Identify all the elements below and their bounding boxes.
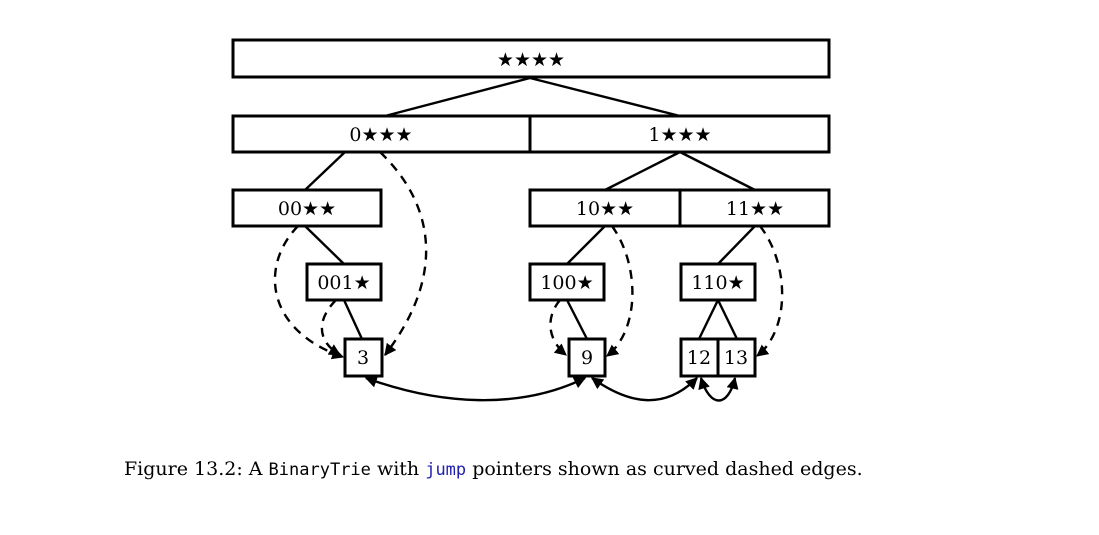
edge-n100-leaf9 <box>565 299 589 340</box>
edge-n11-n110 <box>717 225 756 265</box>
edge-n1-n10 <box>604 150 681 192</box>
node-label-root: ★★★★ <box>497 49 565 71</box>
node-n100: 100★ <box>528 262 606 302</box>
node-n11: 11★★ <box>678 188 831 228</box>
link-leaf9-leaf12 <box>591 377 698 402</box>
jump-n10-leaf9 <box>606 225 634 357</box>
node-leaf12: 12 <box>679 337 720 378</box>
node-n1: 1★★★ <box>528 114 831 154</box>
node-label-n11: 11★★ <box>726 198 784 220</box>
node-n001: 001★ <box>305 262 383 302</box>
link-leaf12-leaf13 <box>698 376 739 402</box>
node-label-n1: 1★★★ <box>648 124 711 146</box>
node-n0: 0★★★ <box>231 114 532 154</box>
jump-n00-leaf3 <box>273 225 345 360</box>
node-n10: 10★★ <box>528 188 682 228</box>
caption-field-name: jump <box>425 460 467 480</box>
figure-caption: Figure 13.2: A BinaryTrie with jump poin… <box>124 458 1024 480</box>
edge-n10-n100 <box>566 225 606 265</box>
caption-suffix: pointers shown as curved dashed edges. <box>466 458 863 480</box>
node-label-leaf12: 12 <box>687 347 711 369</box>
edge-n0-n00 <box>304 151 346 191</box>
jump-n11-leaf13 <box>756 225 784 357</box>
jump-n001-leaf3 <box>320 299 342 357</box>
edge-root-n1 <box>529 76 681 118</box>
tree-edges <box>304 76 756 340</box>
node-label-leaf3: 3 <box>357 347 369 369</box>
node-label-leaf13: 13 <box>724 347 748 369</box>
edge-n1-n11 <box>679 150 756 192</box>
edge-n001-leaf3 <box>342 299 364 340</box>
jump-n100-leaf9 <box>549 299 567 356</box>
node-label-n100: 100★ <box>540 272 593 294</box>
node-n00: 00★★ <box>231 188 383 228</box>
jump-pointers <box>273 151 784 360</box>
link-leaf3-leaf9 <box>364 376 587 402</box>
node-n110: 110★ <box>679 262 757 302</box>
node-leaf13: 13 <box>716 337 757 378</box>
node-label-n0: 0★★★ <box>349 124 412 146</box>
caption-middle: with <box>370 458 426 480</box>
node-leaf9: 9 <box>567 337 607 378</box>
jump-n0-leaf3 <box>379 151 428 356</box>
node-label-n001: 001★ <box>317 272 370 294</box>
leaf-links <box>364 376 739 402</box>
edge-root-n0 <box>384 76 531 118</box>
node-label-leaf9: 9 <box>581 347 593 369</box>
edge-n110-leaf12 <box>697 299 720 340</box>
node-root: ★★★★ <box>231 38 831 79</box>
caption-prefix: Figure 13.2: A <box>124 458 269 480</box>
edge-n110-leaf13 <box>716 299 739 340</box>
node-leaf3: 3 <box>343 337 384 378</box>
edge-n00-n001 <box>304 225 345 265</box>
node-label-n10: 10★★ <box>576 198 634 220</box>
caption-class-name: BinaryTrie <box>268 460 371 480</box>
node-label-n00: 00★★ <box>278 198 336 220</box>
node-label-n110: 110★ <box>691 272 744 294</box>
